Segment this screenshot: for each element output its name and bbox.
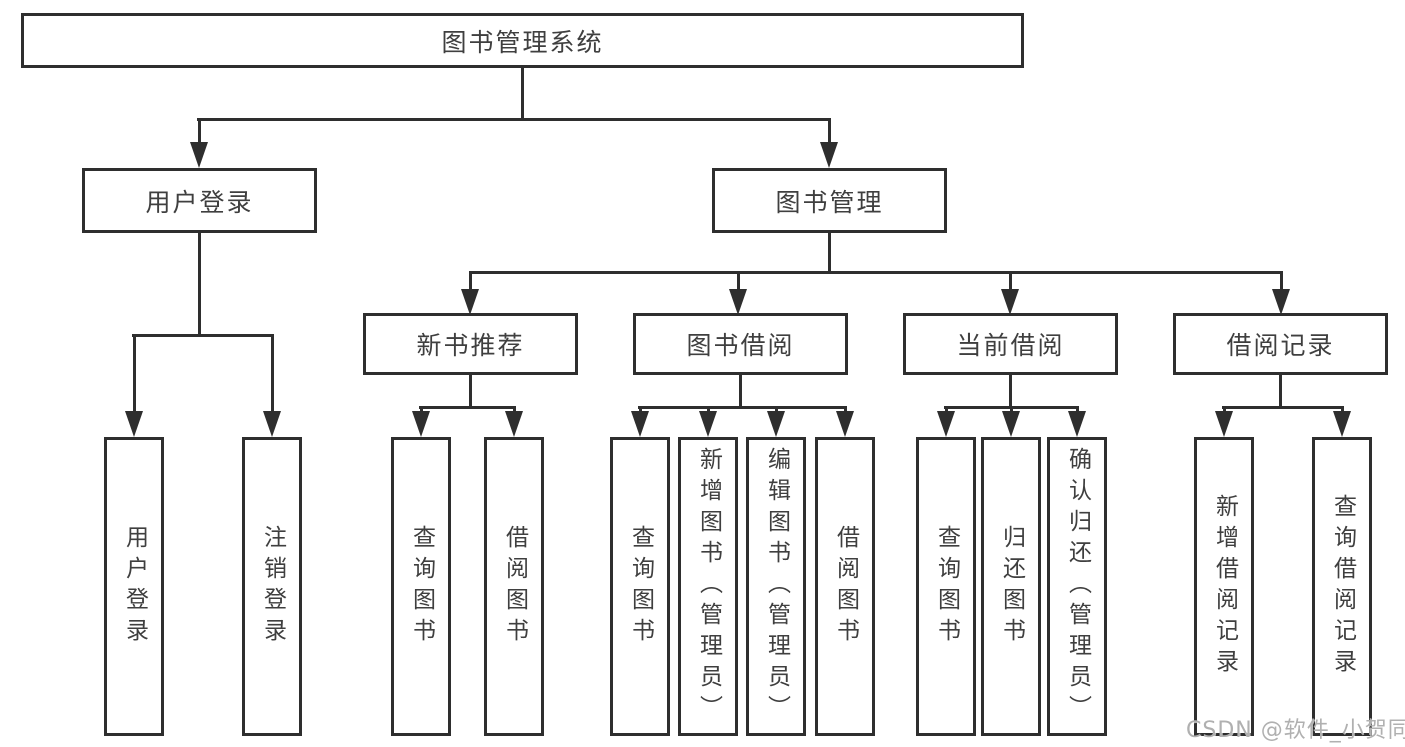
arrow-down-icon: [631, 411, 649, 437]
connector-book-mgmt-crossbar: [469, 271, 1282, 274]
connector-root-drop-left: [198, 118, 201, 144]
connector-root-drop-right: [828, 118, 831, 144]
arrow-down-icon: [767, 411, 785, 437]
connector-borrowing-drop-2: [707, 406, 710, 413]
connector-borrowing-drop-4: [844, 406, 847, 413]
arrow-down-icon: [505, 411, 523, 437]
arrow-down-icon: [1002, 411, 1020, 437]
leaf-confirm-return-admin: 确认归还（管理员）: [1047, 437, 1107, 736]
leaf-borrowing-borrow-books: 借阅图书: [815, 437, 875, 736]
leaf-return-books-label: 归还图书: [998, 524, 1025, 649]
arrow-down-icon: [1001, 289, 1019, 315]
leaf-recommend-borrow-books-label: 借阅图书: [501, 524, 528, 649]
leaf-user-login-label: 用户登录: [121, 524, 148, 649]
leaf-current-query-books: 查询图书: [916, 437, 976, 736]
node-current-borrowing: 当前借阅: [903, 313, 1118, 375]
leaf-logout: 注销登录: [242, 437, 302, 736]
leaf-edit-books-admin-label: 编辑图书（管理员）: [763, 447, 790, 726]
leaf-recommend-borrow-books: 借阅图书: [484, 437, 544, 736]
leaf-recommend-query-books-label: 查询图书: [408, 524, 435, 649]
leaf-add-books-admin: 新增图书（管理员）: [678, 437, 738, 736]
connector-borrowing-stem: [739, 373, 742, 407]
arrow-down-icon: [1333, 411, 1351, 437]
connector-book-mgmt-drop-3: [1009, 271, 1012, 289]
node-book-borrowing: 图书借阅: [633, 313, 848, 375]
connector-new-book-drop-1: [420, 406, 423, 413]
leaf-edit-books-admin: 编辑图书（管理员）: [746, 437, 806, 736]
leaf-query-borrow-record-label: 查询借阅记录: [1329, 493, 1356, 680]
arrow-down-icon: [1215, 411, 1233, 437]
arrow-down-icon: [699, 411, 717, 437]
connector-current-stem: [1009, 373, 1012, 407]
leaf-recommend-query-books: 查询图书: [391, 437, 451, 736]
node-borrowing-records: 借阅记录: [1173, 313, 1388, 375]
leaf-confirm-return-admin-label: 确认归还（管理员）: [1064, 447, 1091, 726]
connector-root-crossbar: [197, 118, 831, 121]
leaf-add-borrow-record-label: 新增借阅记录: [1211, 493, 1238, 680]
connector-current-drop-1: [945, 406, 948, 413]
arrow-down-icon: [729, 289, 747, 315]
node-new-book-recommend-label: 新书推荐: [416, 331, 525, 360]
connector-book-mgmt-stem: [828, 231, 831, 273]
arrow-down-icon: [820, 142, 838, 168]
node-new-book-recommend: 新书推荐: [363, 313, 578, 375]
node-user-login: 用户登录: [82, 168, 317, 233]
node-book-borrowing-label: 图书借阅: [686, 331, 795, 360]
connector-book-mgmt-drop-2: [737, 271, 740, 289]
node-library-system: 图书管理系统: [21, 13, 1024, 68]
leaf-borrowing-query-books: 查询图书: [610, 437, 670, 736]
connector-new-book-drop-2: [513, 406, 516, 413]
arrow-down-icon: [836, 411, 854, 437]
connector-borrowing-crossbar: [638, 406, 847, 409]
leaf-add-borrow-record: 新增借阅记录: [1194, 437, 1254, 736]
connector-user-login-drop-2: [271, 334, 274, 413]
connector-new-book-crossbar: [419, 406, 516, 409]
node-borrowing-records-label: 借阅记录: [1226, 331, 1335, 360]
arrow-down-icon: [1272, 289, 1290, 315]
leaf-return-books: 归还图书: [981, 437, 1041, 736]
arrow-down-icon: [263, 411, 281, 437]
node-current-borrowing-label: 当前借阅: [956, 331, 1065, 360]
node-library-system-label: 图书管理系统: [441, 27, 604, 57]
connector-records-drop-2: [1341, 406, 1344, 413]
arrow-down-icon: [412, 411, 430, 437]
connector-book-mgmt-drop-4: [1280, 271, 1283, 289]
node-book-management-label: 图书管理: [775, 187, 884, 217]
leaf-current-query-books-label: 查询图书: [933, 524, 960, 649]
connector-user-login-stem: [198, 231, 201, 335]
connector-current-drop-2: [1010, 406, 1013, 413]
connector-records-stem: [1279, 373, 1282, 407]
connector-new-book-stem: [469, 373, 472, 407]
leaf-query-borrow-record: 查询借阅记录: [1312, 437, 1372, 736]
leaf-logout-label: 注销登录: [259, 524, 286, 649]
leaf-user-login: 用户登录: [104, 437, 164, 736]
node-user-login-label: 用户登录: [145, 187, 254, 217]
connector-borrowing-drop-1: [639, 406, 642, 413]
connector-root-stem: [521, 66, 524, 119]
node-book-management: 图书管理: [712, 168, 947, 233]
connector-user-login-crossbar: [132, 334, 274, 337]
connector-borrowing-drop-3: [775, 406, 778, 413]
connector-records-drop-1: [1223, 406, 1226, 413]
connector-current-drop-3: [1076, 406, 1079, 413]
connector-user-login-drop-1: [133, 334, 136, 413]
arrow-down-icon: [1068, 411, 1086, 437]
arrow-down-icon: [190, 142, 208, 168]
arrow-down-icon: [937, 411, 955, 437]
leaf-borrowing-query-books-label: 查询图书: [627, 524, 654, 649]
arrow-down-icon: [125, 411, 143, 437]
arrow-down-icon: [461, 289, 479, 315]
leaf-borrowing-borrow-books-label: 借阅图书: [832, 524, 859, 649]
leaf-add-books-admin-label: 新增图书（管理员）: [695, 447, 722, 726]
connector-records-crossbar: [1222, 406, 1344, 409]
connector-book-mgmt-drop-1: [469, 271, 472, 289]
csdn-watermark: CSDN @软件_小贺同学: [1186, 718, 1405, 743]
